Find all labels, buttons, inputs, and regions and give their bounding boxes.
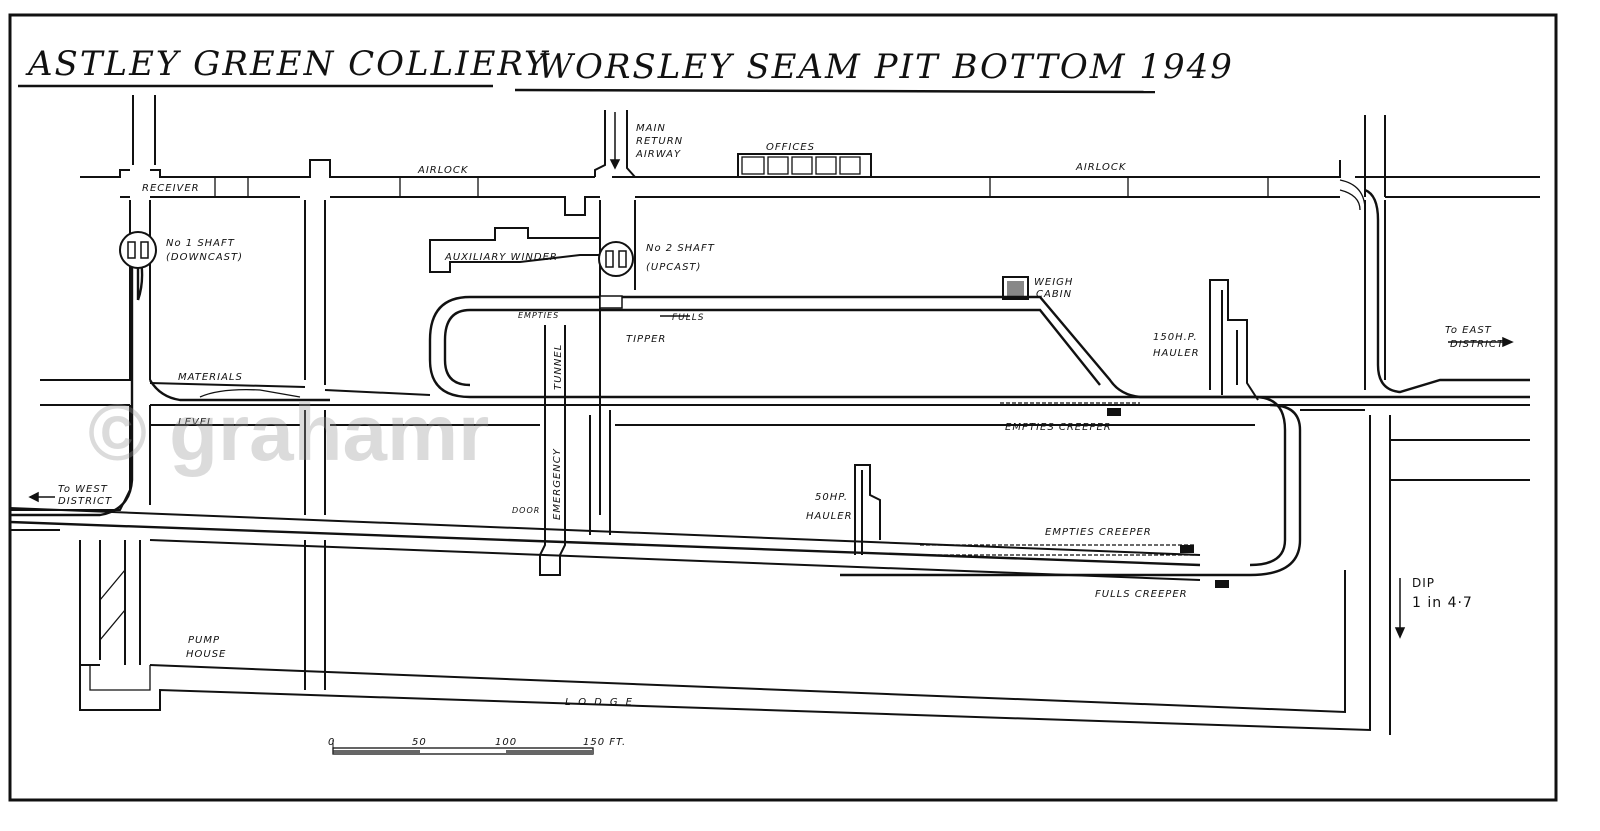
label-emergency: EMERGENCY bbox=[552, 448, 563, 520]
label-tipper: TIPPER bbox=[626, 334, 666, 345]
title-right-underline bbox=[514, 88, 1156, 94]
no2-shaft bbox=[598, 241, 634, 277]
label-no1-shaft-2: (DOWNCAST) bbox=[166, 252, 243, 263]
weigh-cabin-hatch bbox=[1007, 281, 1024, 296]
label-dip-2: 1 in 4·7 bbox=[1412, 595, 1473, 611]
label-no2-shaft-2: (UPCAST) bbox=[646, 262, 701, 273]
title-right: WORSLEY SEAM PIT BOTTOM 1949 bbox=[538, 47, 1234, 87]
label-to-west: To WEST bbox=[58, 484, 108, 495]
label-empties-creeper-lower: EMPTIES CREEPER bbox=[1045, 527, 1152, 538]
label-to-east: To EAST bbox=[1445, 325, 1492, 336]
label-no1-shaft: No 1 SHAFT bbox=[166, 238, 235, 249]
label-50hp-hauler: 50HP. bbox=[815, 492, 848, 503]
label-empties: EMPTIES bbox=[518, 311, 559, 320]
label-tunnel: TUNNEL bbox=[553, 344, 564, 390]
label-main-return: MAIN bbox=[636, 123, 666, 134]
label-main-return-2: RETURN bbox=[636, 136, 683, 147]
label-fulls-creeper: FULLS CREEPER bbox=[1095, 589, 1188, 600]
scale-bar: 0 50 100 150 FT. bbox=[328, 737, 626, 755]
label-150hp-hauler: 150H.P. bbox=[1153, 332, 1198, 343]
label-airlock-right: AIRLOCK bbox=[1075, 162, 1127, 173]
map-labels: RECEIVER AIRLOCK AIRLOCK MAIN RETURN AIR… bbox=[58, 123, 1504, 708]
label-materials: MATERIALS bbox=[178, 372, 243, 383]
no1-shaft bbox=[119, 231, 157, 269]
rail-tracks bbox=[9, 179, 1530, 588]
scale-tick-100: 100 bbox=[495, 737, 517, 748]
title-left: ASTLEY GREEN COLLIERY bbox=[25, 44, 550, 84]
label-pump-house: PUMP bbox=[188, 635, 220, 646]
label-level: LEVEL bbox=[178, 417, 214, 428]
label-weigh-cabin-2: CABIN bbox=[1036, 289, 1072, 300]
label-150hp-hauler-2: HAULER bbox=[1153, 348, 1200, 359]
label-weigh-cabin: WEIGH bbox=[1034, 277, 1073, 288]
label-door: DOOR bbox=[512, 506, 540, 515]
label-pump-house-2: HOUSE bbox=[186, 649, 226, 660]
label-empties-creeper-upper: EMPTIES CREEPER bbox=[1005, 422, 1112, 433]
scale-tick-50: 50 bbox=[412, 737, 427, 748]
label-airlock-left: AIRLOCK bbox=[417, 165, 469, 176]
label-dip: DIP bbox=[1412, 576, 1435, 590]
label-to-west-2: DISTRICT bbox=[58, 496, 112, 507]
label-50hp-hauler-2: HAULER bbox=[806, 511, 853, 522]
watermark: © grahamr bbox=[88, 388, 489, 477]
label-lodge: LODGE bbox=[565, 697, 640, 708]
label-no2-shaft: No 2 SHAFT bbox=[646, 243, 715, 254]
label-offices: OFFICES bbox=[766, 142, 815, 153]
label-aux-winder: AUXILIARY WINDER bbox=[444, 252, 558, 263]
label-main-return-3: AIRWAY bbox=[635, 149, 681, 160]
direction-arrows bbox=[28, 112, 1514, 639]
label-receiver: RECEIVER bbox=[142, 183, 200, 194]
label-to-east-2: DISTRICT bbox=[1450, 339, 1504, 350]
scale-tick-150: 150 FT. bbox=[583, 737, 626, 748]
scale-tick-0: 0 bbox=[328, 737, 335, 748]
label-fulls: FULLS bbox=[672, 313, 705, 323]
